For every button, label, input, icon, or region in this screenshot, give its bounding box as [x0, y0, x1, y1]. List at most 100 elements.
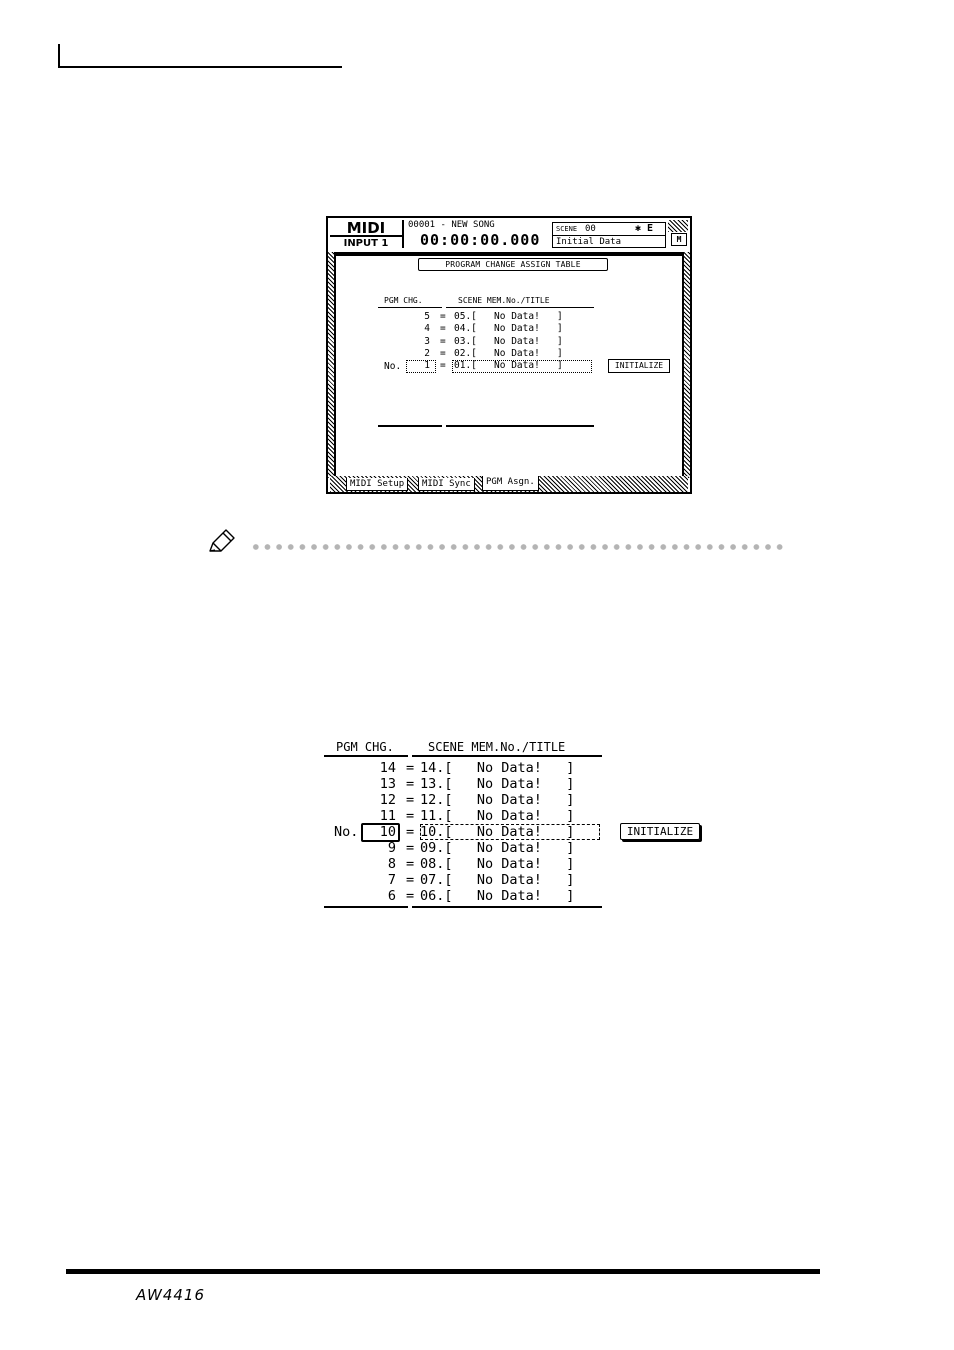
lcd-body: PROGRAM CHANGE ASSIGN TABLE PGM CHG. SCE… — [334, 254, 684, 478]
equals-sign: = — [440, 311, 446, 322]
pgm-number-cursor[interactable] — [361, 823, 400, 842]
initialize-button[interactable]: INITIALIZE — [608, 359, 670, 373]
column-header-pgm: PGM CHG. — [384, 296, 423, 305]
table-row[interactable]: 12 = 12.[ No Data! ] — [324, 792, 624, 808]
header-underline-left — [378, 307, 442, 308]
equals-sign: = — [440, 323, 446, 334]
equals-sign: = — [440, 348, 446, 359]
header-rule-horizontal — [58, 66, 342, 68]
equals-sign: = — [406, 776, 415, 792]
scene-label: SCENE — [556, 225, 578, 233]
equals-sign: = — [440, 360, 446, 371]
equals-sign: = — [406, 760, 415, 776]
header-rule-vertical — [58, 44, 60, 68]
table-row[interactable]: 2 = 02.[ No Data! ] — [336, 348, 636, 360]
column-header-scene: SCENE MEM.No./TITLE — [458, 296, 550, 305]
meter-icon[interactable]: M — [671, 233, 687, 246]
table-row[interactable]: 3 = 03.[ No Data! ] — [336, 336, 636, 348]
table-footer-line-right — [446, 425, 594, 427]
scene-entry: 10.[ No Data! ] — [420, 824, 575, 840]
pgm-number-cursor[interactable] — [406, 360, 436, 373]
lcd-frame-right — [684, 252, 690, 478]
column-header-pgm: PGM CHG. — [336, 740, 394, 754]
lcd-frame-left — [328, 252, 334, 478]
pgm-number: 12 — [379, 792, 396, 808]
table-row[interactable]: 5 = 05.[ No Data! ] — [336, 311, 636, 323]
pgm-number: 7 — [387, 872, 396, 888]
pgm-number: 4 — [424, 323, 430, 334]
lcd-screen: MIDI INPUT 1 00001 - NEW SONG 00:00:00.0… — [326, 216, 692, 494]
song-name: 00001 - NEW SONG — [408, 220, 495, 230]
table-title: PROGRAM CHANGE ASSIGN TABLE — [418, 258, 608, 271]
table-row[interactable]: 7 = 07.[ No Data! ] — [324, 872, 624, 888]
equals-sign: = — [406, 840, 415, 856]
dotted-separator — [250, 544, 786, 550]
scene-entry: 13.[ No Data! ] — [420, 776, 575, 792]
scene-entry: 12.[ No Data! ] — [420, 792, 575, 808]
equals-sign: = — [440, 336, 446, 347]
scene-edit-flag: ✱ E — [635, 223, 654, 234]
column-header-scene: SCENE MEM.No./TITLE — [428, 740, 566, 754]
pencil-note-icon — [209, 529, 235, 552]
tab-midi-setup[interactable]: MIDI Setup — [346, 478, 409, 491]
table-footer-line-left — [378, 425, 442, 427]
scene-entry: 04.[ No Data! ] — [454, 323, 563, 334]
table-row-selected[interactable]: 1 = 01.[ No Data! ] — [336, 360, 636, 372]
table-row[interactable]: 4 = 04.[ No Data! ] — [336, 323, 636, 335]
scene-entry-cursor[interactable] — [452, 360, 592, 373]
pgm-number: 8 — [387, 856, 396, 872]
table-row[interactable]: 13 = 13.[ No Data! ] — [324, 776, 624, 792]
scene-entry: 02.[ No Data! ] — [454, 348, 563, 359]
pgm-number: 5 — [424, 311, 430, 322]
scene-entry: 14.[ No Data! ] — [420, 760, 575, 776]
lcd-header: MIDI INPUT 1 00001 - NEW SONG 00:00:00.0… — [328, 218, 690, 254]
footer-rule — [66, 1269, 820, 1274]
pgm-number: 13 — [379, 776, 396, 792]
equals-sign: = — [406, 872, 415, 888]
product-logo: AW4416 — [136, 1286, 206, 1304]
equals-sign: = — [406, 856, 415, 872]
scene-number: 00 — [585, 224, 596, 234]
pgm-number: 14 — [379, 760, 396, 776]
pgm-number: 9 — [387, 840, 396, 856]
table-row-selected[interactable]: 10 = 10.[ No Data! ] — [324, 824, 624, 840]
table-row[interactable]: 6 = 06.[ No Data! ] — [324, 888, 624, 904]
scene-entry: 11.[ No Data! ] — [420, 808, 575, 824]
initialize-button[interactable]: INITIALIZE — [620, 823, 700, 840]
header-underline-right — [412, 755, 602, 757]
corner-hatch — [668, 220, 688, 232]
scene-entry: 07.[ No Data! ] — [420, 872, 575, 888]
pgm-number: 3 — [424, 336, 430, 347]
table-footer-line-left — [324, 906, 408, 908]
table-row[interactable]: 9 = 09.[ No Data! ] — [324, 840, 624, 856]
mode-subtitle: INPUT 1 — [330, 235, 402, 250]
pgm-number: 10 — [379, 824, 396, 840]
scene-entry: 06.[ No Data! ] — [420, 888, 575, 904]
scene-entry: 01.[ No Data! ] — [454, 360, 563, 371]
pgm-number: 6 — [387, 888, 396, 904]
table-row[interactable]: 8 = 08.[ No Data! ] — [324, 856, 624, 872]
pgm-number: 2 — [424, 348, 430, 359]
scene-entry: 09.[ No Data! ] — [420, 840, 575, 856]
equals-sign: = — [406, 824, 415, 840]
scene-title: Initial Data — [553, 235, 665, 247]
tab-midi-sync[interactable]: MIDI Sync — [418, 478, 475, 491]
no-label: No. — [384, 361, 402, 372]
tab-bar: MIDI Setup MIDI Sync PGM Asgn. — [330, 476, 688, 492]
equals-sign: = — [406, 808, 415, 824]
scene-entry: 03.[ No Data! ] — [454, 336, 563, 347]
header-underline-left — [324, 755, 408, 757]
scene-entry-cursor[interactable] — [420, 824, 600, 840]
scene-box: SCENE 00 ✱ E Initial Data — [552, 222, 666, 248]
timecode-display: 00:00:00.000 — [420, 231, 541, 249]
mode-title: MIDI — [346, 219, 386, 237]
mode-box: MIDI INPUT 1 — [330, 219, 404, 250]
table-row[interactable]: 11 = 11.[ No Data! ] — [324, 808, 624, 824]
scene-entry: 05.[ No Data! ] — [454, 311, 563, 322]
equals-sign: = — [406, 888, 415, 904]
scene-entry: 08.[ No Data! ] — [420, 856, 575, 872]
header-underline-right — [446, 307, 594, 308]
zoomed-table: PGM CHG. SCENE MEM.No./TITLE 14 = 14.[ N… — [324, 738, 704, 913]
tab-pgm-asgn[interactable]: PGM Asgn. — [482, 476, 539, 491]
table-row[interactable]: 14 = 14.[ No Data! ] — [324, 760, 624, 776]
